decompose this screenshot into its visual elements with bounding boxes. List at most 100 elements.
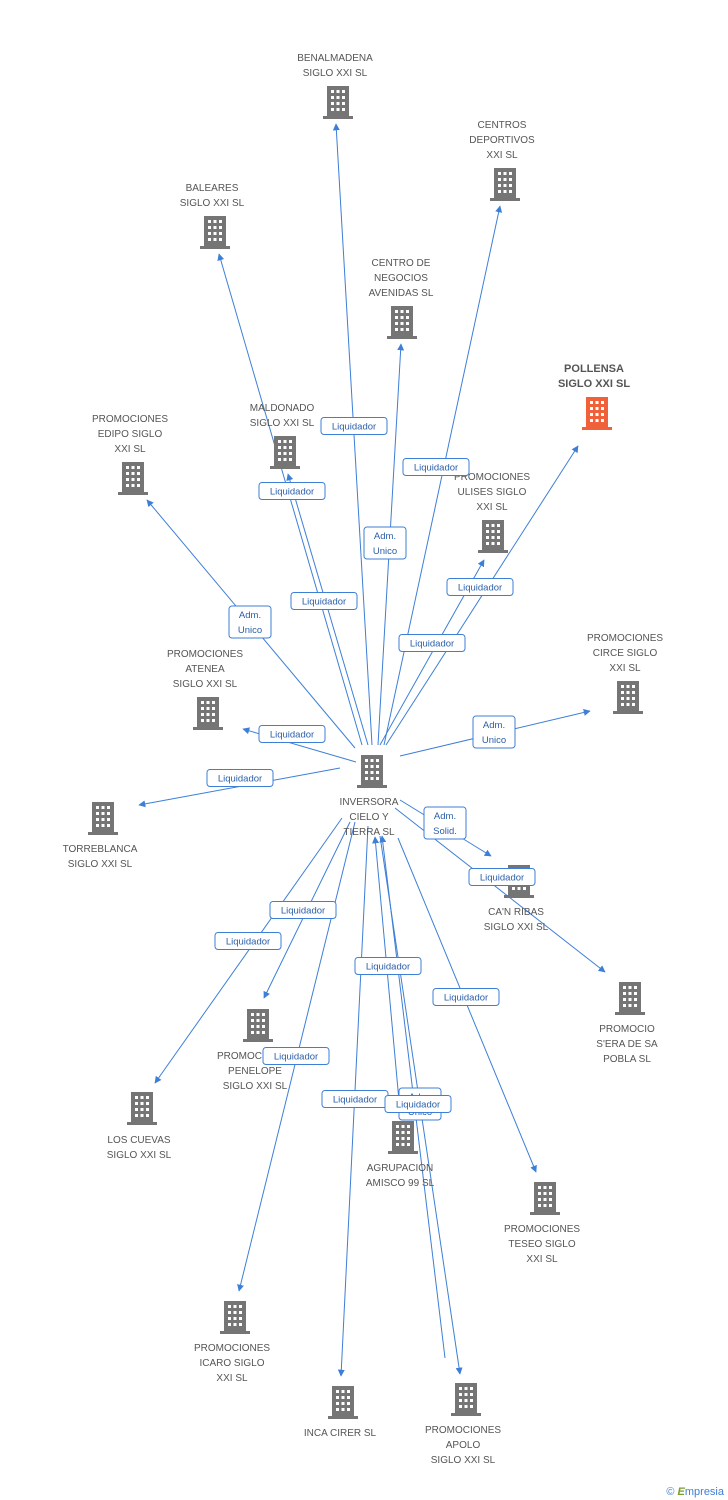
edge-label-apolo[interactable]: Liquidador [384,1095,452,1113]
edge-label-box [269,901,337,919]
node-label: TORREBLANCA [63,844,138,855]
edge-label-box [228,605,272,639]
edge-label-penelope[interactable]: Liquidador [269,901,337,919]
building-icon [220,1301,250,1334]
edge-label-text: Liquidador [480,873,524,884]
building-icon [118,462,148,495]
edge-label-box [290,592,358,610]
copyright-symbol: © [666,1486,675,1498]
edge-label-text: Liquidador [396,1100,440,1111]
edge-label-box [320,417,388,435]
node-label: XXI SL [476,502,508,513]
edge-label-pollensa[interactable]: Liquidador [446,578,514,596]
edge-label-text: Liquidador [226,937,270,948]
edge-label-circe[interactable]: Adm.Unico [472,715,516,749]
edge-label-teseo[interactable]: Liquidador [432,988,500,1006]
edge-label-box [214,932,282,950]
node-label: PROMOCIONES [425,1425,501,1436]
edge-label-text: Liquidador [281,906,325,917]
edge-label-ulises[interactable]: Liquidador [398,634,466,652]
edge-label-text: Liquidador [458,583,502,594]
brand-logo-initial: E [677,1486,685,1498]
edge-label-edipo[interactable]: Adm.Unico [228,605,272,639]
edge-label-torreblanca[interactable]: Liquidador [206,769,274,787]
edge-label-canribas[interactable]: Adm.Solid. [423,806,467,840]
edge-label-box [258,725,326,743]
node-label: SIGLO XXI SL [250,418,315,429]
building-icon [388,1121,418,1154]
edge-label-box [206,769,274,787]
node-label: CIELO Y [349,812,389,823]
building-icon [530,1182,560,1215]
edge-label-icaro[interactable]: Liquidador [262,1047,330,1065]
building-icon [451,1383,481,1416]
node-benalmadena[interactable]: BENALMADENA SIGLO XXI SL [297,53,373,119]
building-icon [200,216,230,249]
building-icon [323,86,353,119]
node-label: XXI SL [216,1373,248,1384]
edge-label-box [398,634,466,652]
node-label: NEGOCIOS [374,273,428,284]
edge-label-text: Adm. [434,811,456,822]
node-inca[interactable]: INCA CIRER SL [304,1386,377,1439]
edge-label-atenea[interactable]: Liquidador [258,725,326,743]
building-icon [270,436,300,469]
node-label: PROMOCIONES [504,1224,580,1235]
edge-label-box [423,806,467,840]
node-label: PROMOCIONES [194,1343,270,1354]
edge-label-text: Liquidador [270,487,314,498]
edge-label-benalmadena[interactable]: Liquidador [320,417,388,435]
edge-label-cuevas[interactable]: Liquidador [214,932,282,950]
edge-label-box [402,458,470,476]
node-label: BALEARES [186,183,239,194]
edge-label-sera[interactable]: Liquidador [468,868,536,886]
node-label: SIGLO XXI SL [558,378,630,390]
node-label: INVERSORA [340,797,399,808]
building-icon [357,755,387,788]
building-icon [478,520,508,553]
edge-label-inca[interactable]: Liquidador [321,1090,389,1108]
node-label: SIGLO XXI SL [223,1081,288,1092]
edge-label-box [354,957,422,975]
edge-label-inversora[interactable]: Liquidador [354,957,422,975]
edge-label-text: Unico [238,625,262,636]
node-label: ATENEA [185,664,225,675]
node-label: PROMOCIONES [92,414,168,425]
edge-label-text: Liquidador [333,1095,377,1106]
node-label: PROMOCIONES [167,649,243,660]
node-label: SIGLO XXI SL [303,68,368,79]
edge-label-maldonado[interactable]: Liquidador [290,592,358,610]
edge-label-text: Adm. [483,720,505,731]
edge-label-centros[interactable]: Liquidador [402,458,470,476]
edge-label-centro_negocios[interactable]: Adm.Unico [363,526,407,560]
node-label: CENTRO DE [372,258,431,269]
node-label: BENALMADENA [297,53,373,64]
node-label: POBLA SL [603,1054,651,1065]
node-label: APOLO [446,1440,481,1451]
edge-label-box [258,482,326,500]
node-label: SIGLO XXI SL [484,922,549,933]
node-label: CENTROS [478,120,527,131]
node-label: XXI SL [609,663,641,674]
edge-label-baleares[interactable]: Liquidador [258,482,326,500]
